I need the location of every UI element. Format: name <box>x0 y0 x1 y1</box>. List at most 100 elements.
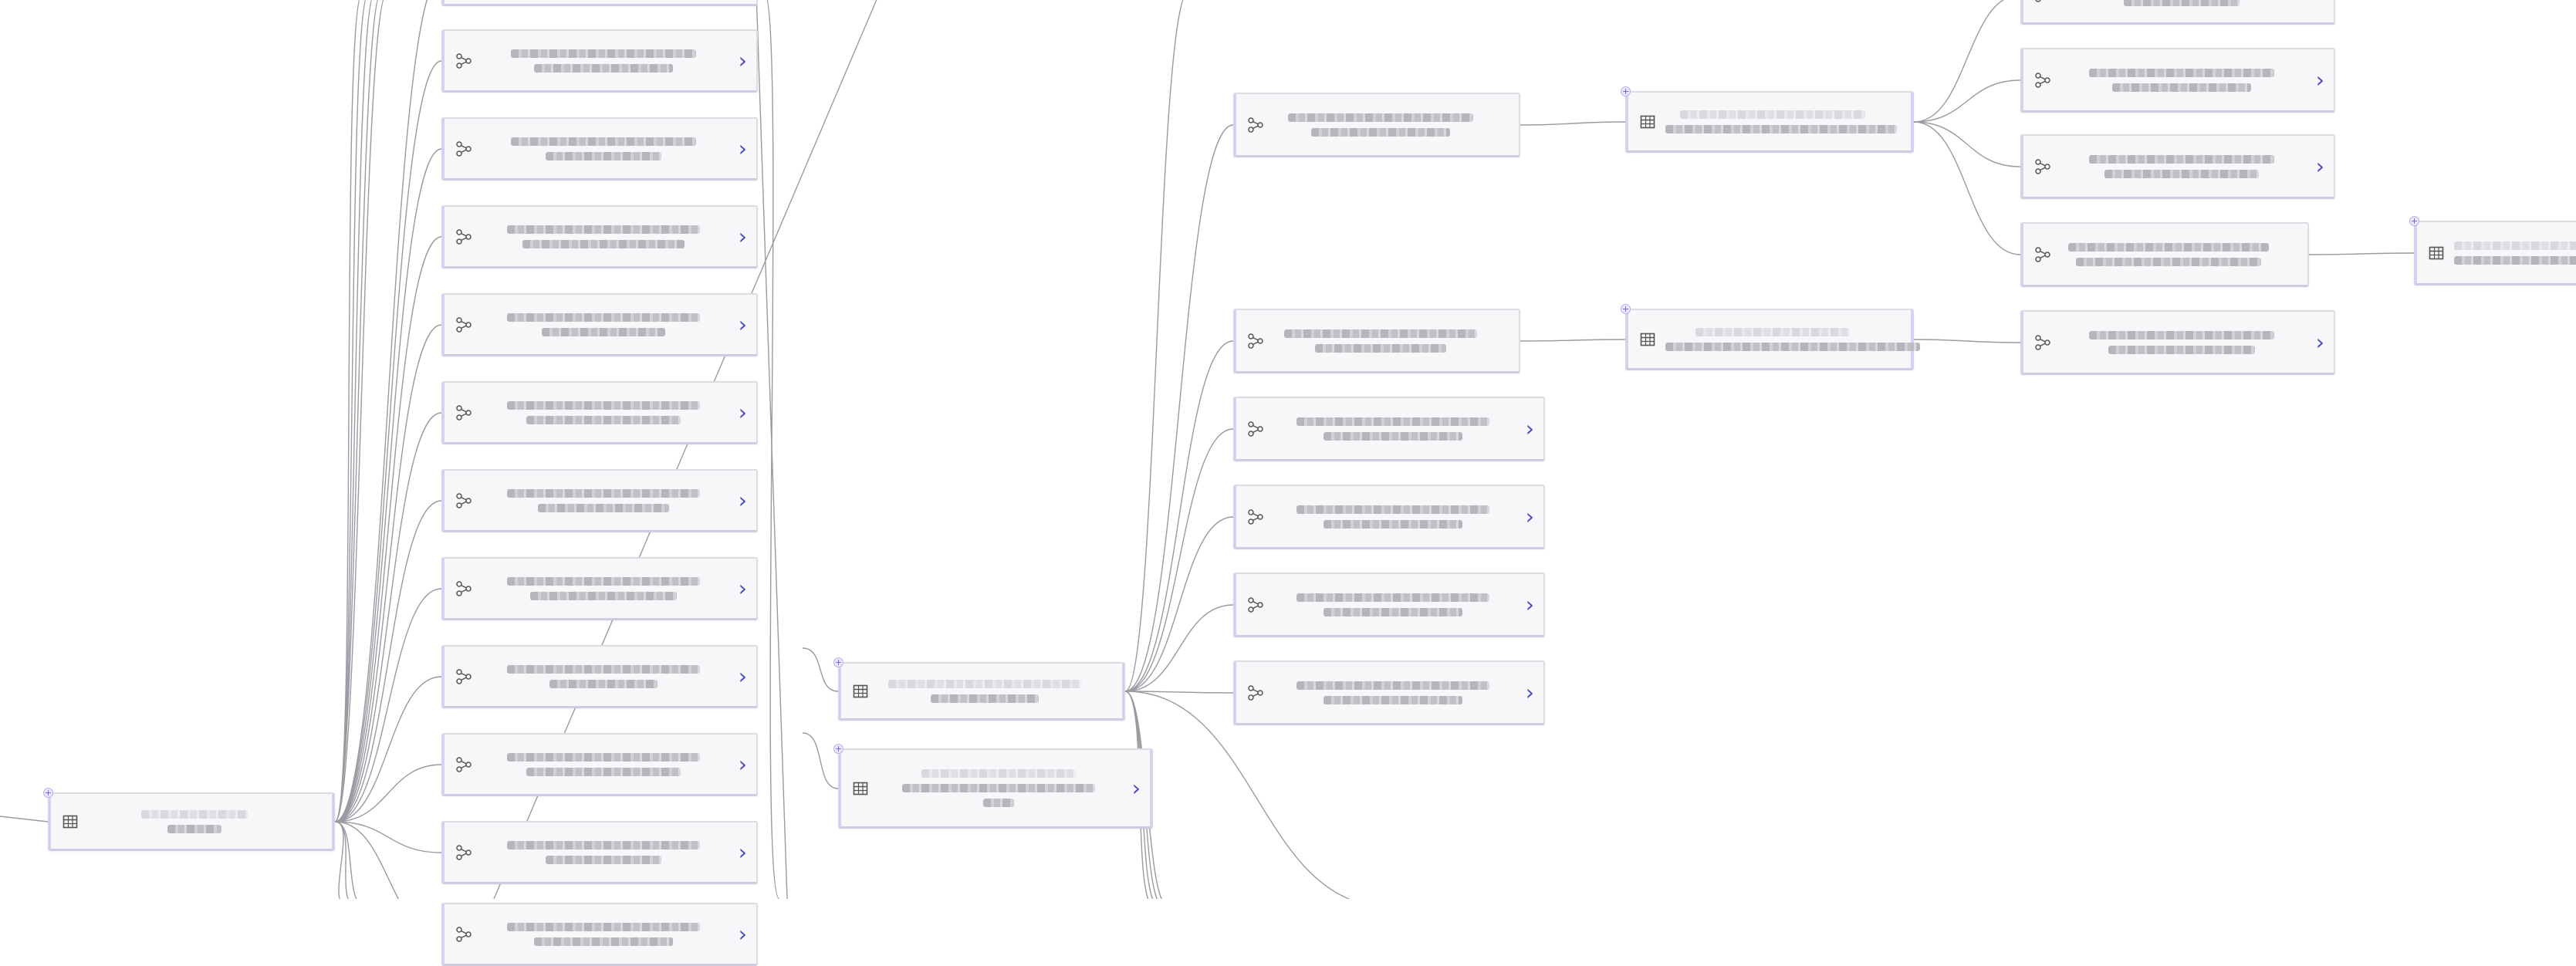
lineage-icon <box>1247 333 1264 350</box>
node-label-obscured <box>1273 398 1513 459</box>
node-label-obscured <box>1273 486 1513 547</box>
node-label-obscured <box>2454 222 2576 283</box>
downstream-node-5[interactable]: › <box>441 381 758 444</box>
branch-node-4[interactable]: › <box>1233 485 1545 549</box>
lineage-icon <box>455 580 472 597</box>
downstream-node-8[interactable]: › <box>441 645 758 708</box>
downstream-node-3[interactable]: › <box>441 205 758 269</box>
edge-fanout <box>1913 121 2021 255</box>
table-icon <box>852 683 869 700</box>
edge-in <box>802 732 839 789</box>
edge-offscreen <box>334 821 357 899</box>
lineage-icon <box>455 668 472 685</box>
branch-node-6[interactable]: › <box>1233 660 1545 725</box>
lineage-icon <box>1247 596 1264 613</box>
edge-fanout <box>334 60 442 822</box>
chevron-right-icon[interactable]: › <box>1525 415 1534 441</box>
lineage-icon <box>455 316 472 333</box>
downstream-node-10[interactable]: › <box>441 821 758 884</box>
chevron-right-icon[interactable]: › <box>1525 679 1534 705</box>
far-node-0[interactable] <box>2020 0 2335 25</box>
chevron-right-icon[interactable]: › <box>738 135 747 161</box>
mid-table-node-2[interactable]: › <box>838 748 1153 829</box>
chevron-right-icon[interactable]: › <box>2315 66 2324 93</box>
table-icon <box>2428 245 2445 262</box>
chevron-right-icon[interactable]: › <box>1525 503 1534 529</box>
far-node-4[interactable]: › <box>2020 310 2335 375</box>
downstream-node-11[interactable]: › <box>441 903 758 966</box>
node-label-obscured <box>1273 574 1513 635</box>
far-node-3[interactable] <box>2020 222 2309 287</box>
edge-in <box>802 647 839 692</box>
node-label-obscured <box>2060 0 2303 22</box>
edge-fanout <box>334 821 442 853</box>
lineage-icon <box>2034 0 2051 3</box>
chevron-right-icon[interactable]: › <box>738 311 747 337</box>
edge-fanout <box>1124 428 1234 692</box>
edge-fanout <box>334 0 428 822</box>
chevron-right-icon[interactable]: › <box>738 751 747 777</box>
lineage-icon <box>1247 421 1264 437</box>
chevron-right-icon[interactable]: › <box>1525 591 1534 617</box>
edge-fanout <box>334 821 400 899</box>
plus-icon[interactable] <box>1621 304 1631 314</box>
downstream-node-4[interactable]: › <box>441 293 758 356</box>
plus-icon[interactable] <box>1621 86 1631 96</box>
lineage-icon <box>455 52 472 69</box>
chevron-right-icon[interactable]: › <box>2315 329 2324 355</box>
plus-icon[interactable] <box>2409 216 2419 226</box>
edge <box>2308 252 2415 255</box>
branch-node-5[interactable]: › <box>1233 573 1545 637</box>
chevron-right-icon[interactable]: › <box>738 920 747 947</box>
downstream-node-7[interactable]: › <box>441 557 758 620</box>
lineage-icon <box>455 492 472 509</box>
downstream-node-1[interactable]: › <box>441 29 758 93</box>
plus-icon[interactable] <box>833 744 843 754</box>
plus-icon[interactable] <box>43 788 53 798</box>
node-label-obscured <box>2060 136 2303 197</box>
node-label-obscured <box>482 822 725 882</box>
chevron-right-icon[interactable]: › <box>738 487 747 513</box>
node-label-obscured <box>482 119 725 178</box>
edge-fanout <box>334 588 442 822</box>
chevron-right-icon[interactable]: › <box>738 663 747 689</box>
chevron-right-icon[interactable]: › <box>738 223 747 249</box>
right-table-node-1[interactable] <box>1625 91 1914 153</box>
node-label-obscured <box>1273 94 1488 155</box>
edge-fanout <box>334 412 442 822</box>
node-label-obscured <box>482 31 725 90</box>
downstream-node-6[interactable]: › <box>441 469 758 532</box>
edge-layer <box>0 0 2415 899</box>
chevron-right-icon[interactable]: › <box>738 399 747 425</box>
node-label-obscured <box>878 750 1119 826</box>
chevron-right-icon[interactable]: › <box>1131 775 1141 801</box>
node-label-obscured <box>482 207 725 266</box>
chevron-right-icon[interactable]: › <box>738 47 747 73</box>
chevron-right-icon[interactable]: › <box>738 839 747 865</box>
lineage-icon <box>455 844 472 861</box>
far-node-2[interactable]: › <box>2020 134 2335 199</box>
edge-offscreen <box>334 0 378 822</box>
edge-fanout <box>1124 691 1234 694</box>
edge-fanout <box>334 324 442 822</box>
chevron-right-icon[interactable]: › <box>2315 153 2324 179</box>
node-label-obscured <box>878 664 1091 718</box>
lineage-icon <box>455 404 472 421</box>
source-table-node[interactable] <box>48 792 335 851</box>
mid-table-node[interactable] <box>838 662 1125 721</box>
downstream-node-9[interactable]: › <box>441 733 758 796</box>
far-node-1[interactable]: › <box>2020 48 2335 113</box>
edge-fanout <box>1913 79 2021 123</box>
branch-node-3[interactable]: › <box>1233 397 1545 461</box>
right-table-node-2[interactable] <box>1625 309 1920 370</box>
lineage-icon <box>2034 334 2051 351</box>
edge-table-node[interactable] <box>2414 221 2576 285</box>
branch-node-2[interactable] <box>1233 309 1520 373</box>
chevron-right-icon[interactable]: › <box>738 575 747 601</box>
plus-icon[interactable] <box>833 657 843 667</box>
downstream-node-2[interactable]: › <box>441 117 758 181</box>
table-icon <box>1639 331 1656 348</box>
downstream-node-0[interactable]: › <box>441 0 758 6</box>
branch-node-1[interactable] <box>1233 93 1520 157</box>
